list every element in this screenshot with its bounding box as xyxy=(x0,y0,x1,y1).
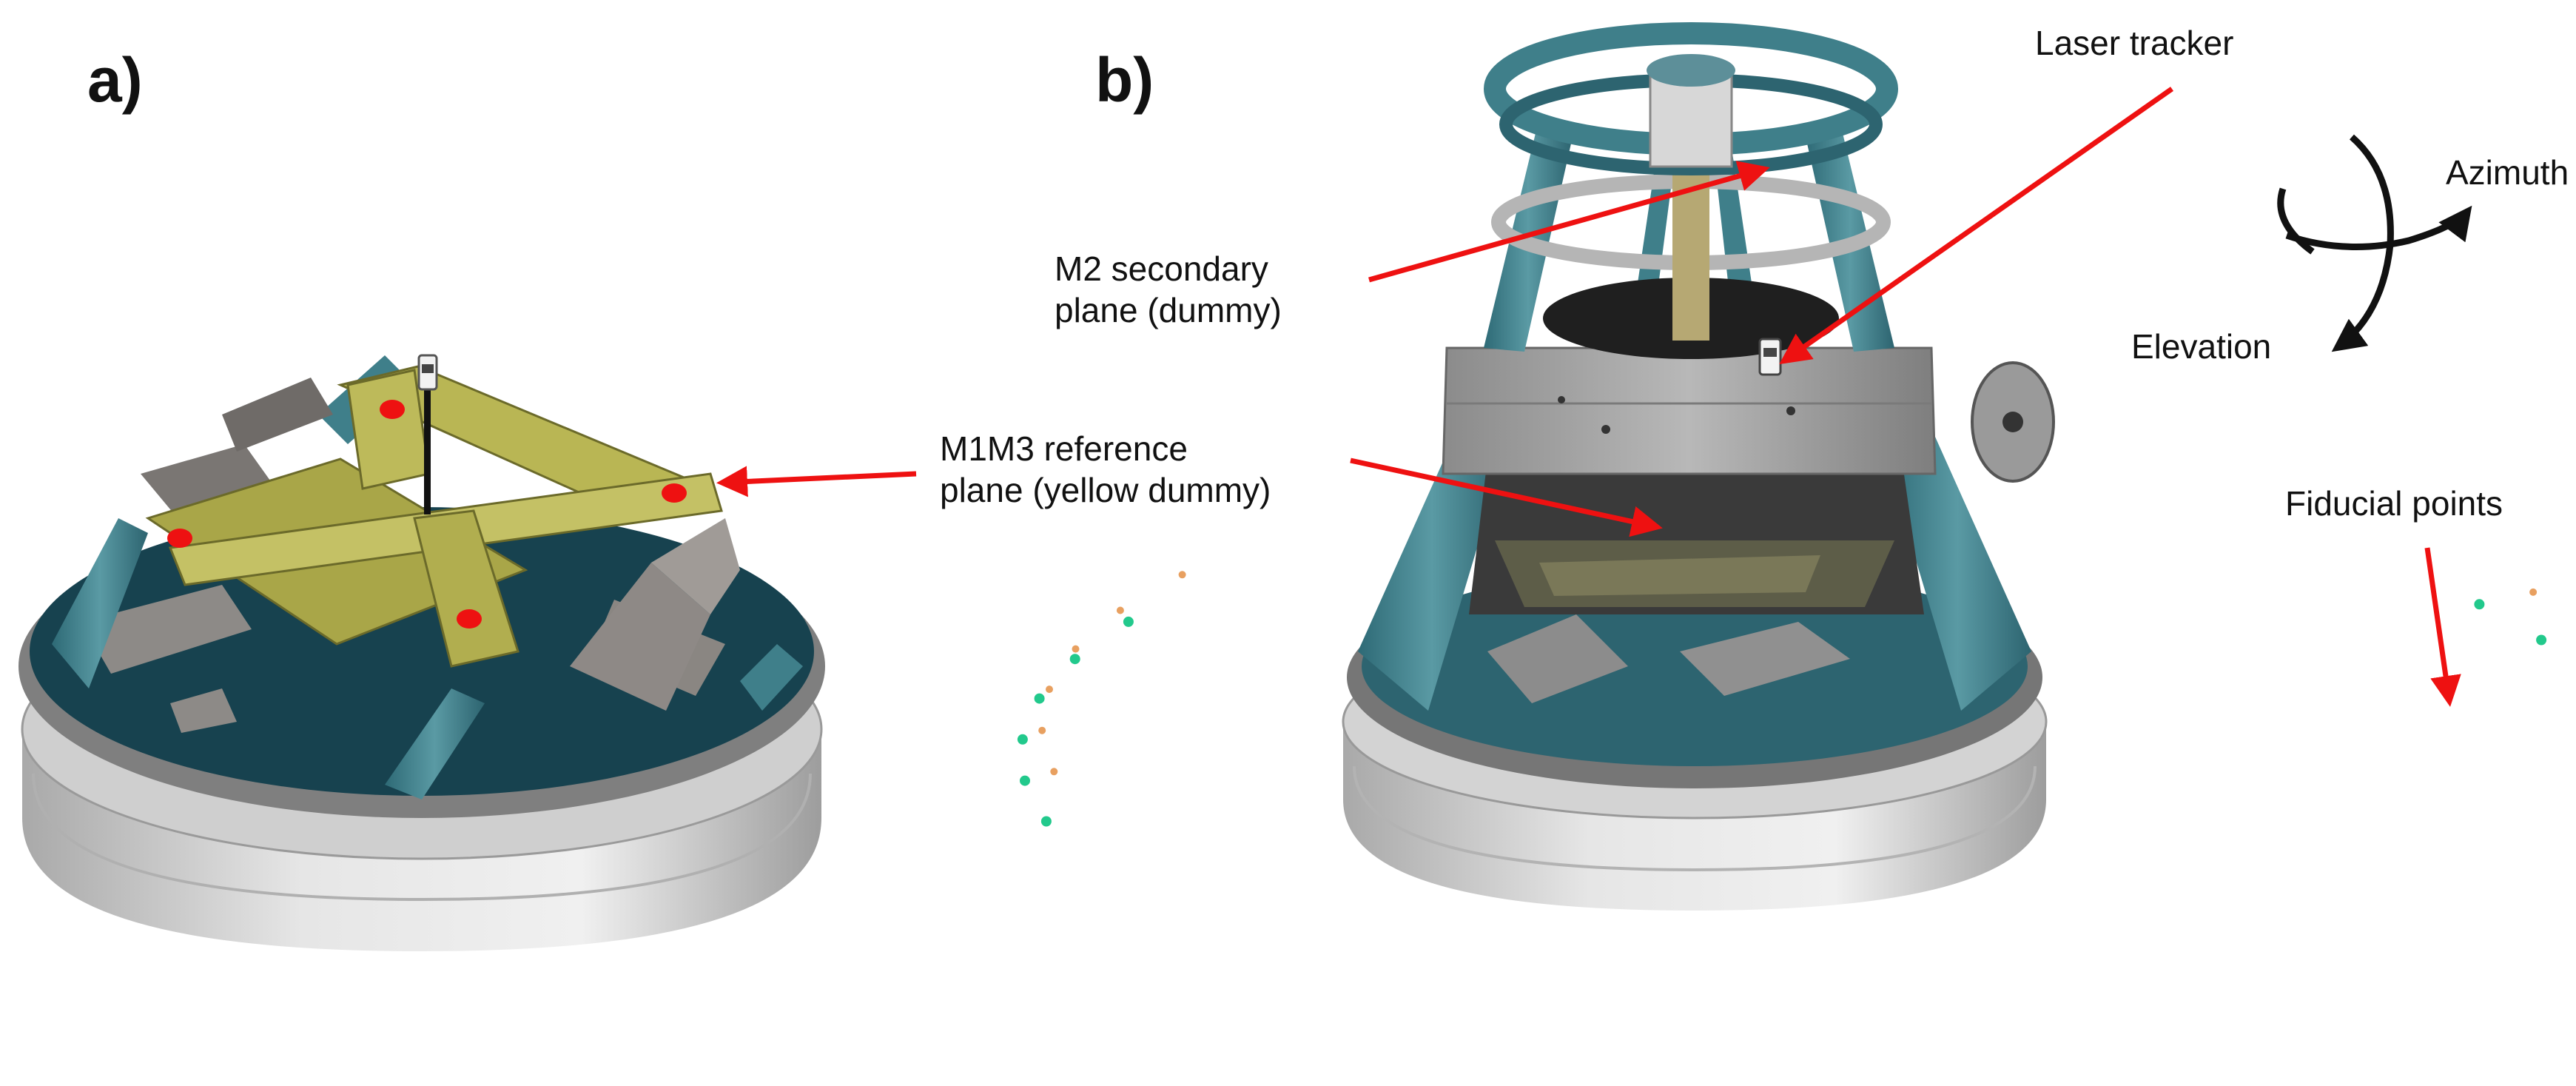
fiducial-point xyxy=(1116,606,1124,614)
panel-a-label: a) xyxy=(87,45,143,115)
m1m3-label-line1: M1M3 reference xyxy=(940,429,1188,468)
azimuth-rotation-arrow xyxy=(2285,205,2472,251)
m2-label-line2: plane (dummy) xyxy=(1055,291,1282,329)
fiducial-point xyxy=(1123,616,1134,627)
laser-tracker-label: Laser tracker xyxy=(2035,24,2234,62)
fiducial-point xyxy=(2529,588,2538,596)
panel-b-label: b) xyxy=(1095,45,1154,115)
m2-label-line1: M2 secondary xyxy=(1055,249,1268,288)
callout-arrows xyxy=(716,87,2461,707)
fiducial-point xyxy=(1038,726,1046,734)
fiducial-point xyxy=(2536,634,2547,646)
arrow-m2-plane xyxy=(1368,161,1770,283)
arrow-laser-tracker xyxy=(1779,87,2174,365)
fiducial-point xyxy=(1178,571,1186,579)
fiducial-point xyxy=(1072,645,1080,653)
elevation-rotation-arrow xyxy=(2331,134,2394,352)
m1m3-label-line2: plane (yellow dummy) xyxy=(940,471,1271,509)
fiducial-point xyxy=(1017,734,1028,745)
fiducial-point xyxy=(1050,768,1058,776)
fiducial-point xyxy=(1020,775,1030,786)
m1m3-reference-label: M1M3 reference plane (yellow dummy) xyxy=(940,428,1271,511)
fiducial-points-label: Fiducial points xyxy=(2285,484,2503,523)
arrow-m1m3-panel-b xyxy=(1350,457,1663,537)
rotation-axes-icon xyxy=(2277,134,2472,352)
fiducial-point xyxy=(1046,686,1053,694)
arrow-m1m3-panel-a xyxy=(716,466,917,497)
azimuth-label: Azimuth xyxy=(2446,153,2569,192)
fiducial-point xyxy=(1069,654,1080,665)
fiducial-point xyxy=(2474,599,2485,610)
panel-b-telescope-mount xyxy=(1342,22,2055,911)
fiducial-points xyxy=(1017,571,2547,827)
arrow-fiducial xyxy=(2424,547,2461,707)
fiducial-point xyxy=(1034,693,1045,704)
panel-a-mount-base xyxy=(19,354,825,951)
fiducial-point xyxy=(1040,816,1052,827)
elevation-label: Elevation xyxy=(2131,327,2272,366)
m2-secondary-label: M2 secondary plane (dummy) xyxy=(1055,248,1282,331)
